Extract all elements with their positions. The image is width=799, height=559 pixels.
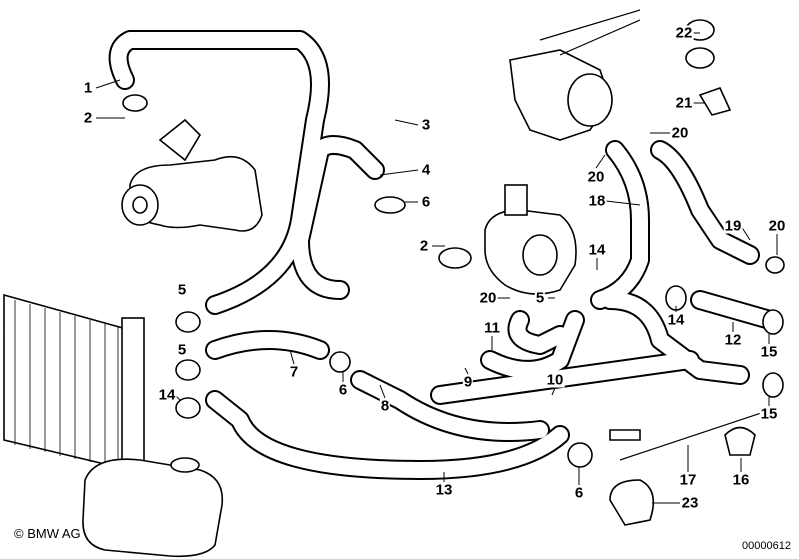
- callout-15: 15: [759, 343, 779, 361]
- callout-14: 14: [587, 241, 607, 259]
- expansion-tank: [82, 457, 224, 558]
- hose-clamps: [122, 19, 785, 526]
- callout-7: 7: [288, 363, 300, 381]
- callout-14: 14: [666, 311, 686, 329]
- throttle-body: [509, 9, 641, 141]
- callout-22: 22: [674, 24, 694, 42]
- callout-4: 4: [420, 161, 432, 179]
- callout-15: 15: [759, 405, 779, 423]
- callout-18: 18: [587, 192, 607, 210]
- callout-5: 5: [176, 341, 188, 359]
- callout-6: 6: [337, 381, 349, 399]
- callout-12: 12: [723, 331, 743, 349]
- callout-16: 16: [731, 471, 751, 489]
- callout-8: 8: [379, 397, 391, 415]
- thermostat-housing: [484, 184, 577, 295]
- water-pump: [121, 118, 263, 232]
- callout-9: 9: [462, 373, 474, 391]
- callout-19: 19: [723, 217, 743, 235]
- callout-14: 14: [157, 386, 177, 404]
- callout-20: 20: [767, 217, 787, 235]
- radiator: [3, 293, 145, 472]
- callout-2: 2: [82, 109, 94, 127]
- callout-10: 10: [545, 371, 565, 389]
- callout-21: 21: [674, 94, 694, 112]
- callout-17: 17: [678, 471, 698, 489]
- callout-13: 13: [434, 481, 454, 499]
- callout-3: 3: [420, 116, 432, 134]
- coolant-hoses: [108, 30, 780, 480]
- leader-lines: [95, 32, 778, 504]
- drawing-number: 00000612: [742, 540, 791, 552]
- callout-2: 2: [418, 237, 430, 255]
- callout-20: 20: [670, 124, 690, 142]
- callout-1: 1: [82, 79, 94, 97]
- callout-20: 20: [586, 168, 606, 186]
- callout-5: 5: [176, 281, 188, 299]
- callout-23: 23: [680, 494, 700, 512]
- callout-5: 5: [534, 289, 546, 307]
- callout-20: 20: [478, 289, 498, 307]
- callout-11: 11: [483, 319, 501, 337]
- callout-6: 6: [573, 484, 585, 502]
- callout-6: 6: [420, 193, 432, 211]
- copyright-notice: © BMW AG: [14, 526, 81, 541]
